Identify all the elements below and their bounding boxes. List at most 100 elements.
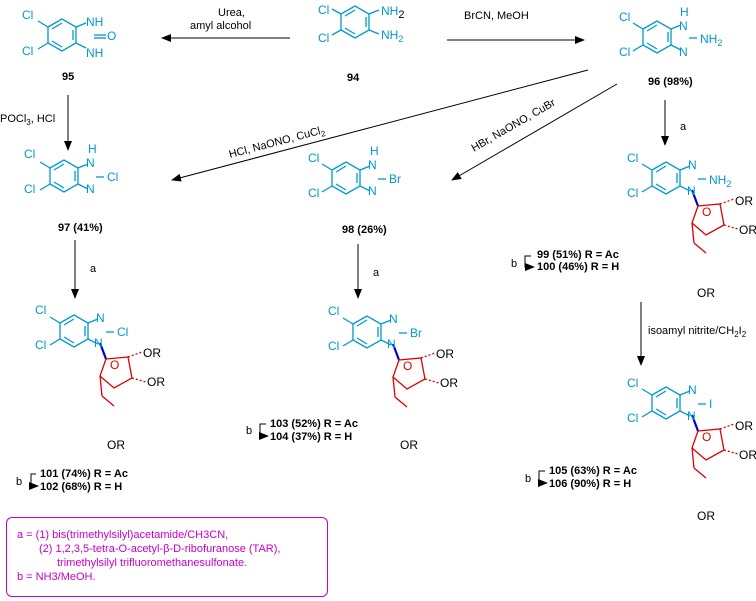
svg-text:OR: OR xyxy=(440,376,458,390)
svg-text:OR: OR xyxy=(697,286,715,300)
svg-text:N: N xyxy=(86,156,95,170)
svg-text:I: I xyxy=(709,397,712,411)
svg-text:isoamyl nitrite/CH2I2: isoamyl nitrite/CH2I2 xyxy=(648,325,747,339)
svg-text:Cl: Cl xyxy=(22,8,33,22)
svg-text:N: N xyxy=(387,337,396,351)
arrow-95-to-97: POCl3, HCl xyxy=(0,95,72,151)
label-95: 95 xyxy=(62,71,74,83)
svg-text:Cl: Cl xyxy=(627,186,638,200)
label-99: 99 (51%) R = Ac xyxy=(537,249,619,261)
arrow-97-to-101: a xyxy=(71,240,97,299)
arrow-96-to-99: a xyxy=(661,100,687,146)
svg-text:OR: OR xyxy=(735,194,753,208)
conditions-legend: a = (1) bis(trimethylsilyl)acetamide/CH3… xyxy=(6,517,328,597)
svg-text:OR: OR xyxy=(739,223,756,237)
label-97: 97 (41%) xyxy=(58,222,103,234)
svg-text:O: O xyxy=(702,205,711,219)
svg-text:Cl: Cl xyxy=(318,3,329,17)
svg-text:Cl: Cl xyxy=(35,338,46,352)
svg-text:OR: OR xyxy=(697,509,715,523)
svg-text:a: a xyxy=(373,267,380,279)
compound-98 xyxy=(321,161,386,195)
svg-text:Cl: Cl xyxy=(308,186,319,200)
svg-text:OR: OR xyxy=(107,438,125,452)
label-96: 96 (98%) xyxy=(648,76,693,88)
svg-text:b: b xyxy=(511,258,517,270)
svg-text:BrCN, MeOH: BrCN, MeOH xyxy=(464,10,529,22)
svg-text:Cl: Cl xyxy=(619,10,630,24)
arrow-b-99-to-100: b xyxy=(511,255,535,271)
svg-text:b: b xyxy=(246,425,252,437)
svg-text:N: N xyxy=(687,409,696,423)
label-102: 102 (68%) R = H xyxy=(40,481,122,493)
svg-text:Cl: Cl xyxy=(117,325,128,339)
svg-text:Cl: Cl xyxy=(24,147,35,161)
label-94: 94 xyxy=(347,72,360,84)
svg-text:Cl: Cl xyxy=(328,339,339,353)
svg-text:NH: NH xyxy=(86,15,103,29)
svg-text:a: a xyxy=(90,263,97,275)
label-98: 98 (26%) xyxy=(342,224,387,236)
svg-text:H: H xyxy=(88,142,97,156)
svg-text:O: O xyxy=(110,358,119,372)
svg-text:OR: OR xyxy=(436,347,454,361)
svg-text:N: N xyxy=(679,19,688,33)
compound-105-106 xyxy=(642,387,738,478)
svg-text:POCl3, HCl: POCl3, HCl xyxy=(0,113,55,127)
svg-text:Cl: Cl xyxy=(627,151,638,165)
svg-text:Cl: Cl xyxy=(308,151,319,165)
svg-text:Cl: Cl xyxy=(328,304,339,318)
svg-text:Cl: Cl xyxy=(22,44,33,58)
svg-text:Cl: Cl xyxy=(107,170,118,184)
svg-text:N: N xyxy=(368,158,377,172)
svg-text:OR: OR xyxy=(739,448,756,462)
arrow-96-to-98: HBr, NaONO, CuBr xyxy=(451,83,618,181)
compound-94: Cl Cl NH2 NH2 94 xyxy=(318,3,404,84)
label-100: 100 (46%) R = H xyxy=(537,261,619,273)
arrow-b-101-to-102: b xyxy=(16,473,39,490)
svg-text:NH2: NH2 xyxy=(381,28,403,44)
label-106: 106 (90%) R = H xyxy=(549,478,631,490)
svg-text:NH2: NH2 xyxy=(700,32,722,48)
arrow-b-103-to-104: b xyxy=(246,423,269,440)
legend-line-2: (2) 1,2,3,5-tetra-O-acetyl-β-D-ribofuran… xyxy=(39,543,281,555)
arrow-94-to-96: BrCN, MeOH xyxy=(447,10,585,44)
compound-96 xyxy=(632,20,697,54)
svg-text:OR: OR xyxy=(735,419,753,433)
svg-text:Cl: Cl xyxy=(35,303,46,317)
svg-text:NH2: NH2 xyxy=(709,173,731,189)
label-101: 101 (74%) R = Ac xyxy=(40,468,128,480)
svg-text:Cl: Cl xyxy=(24,182,35,196)
svg-text:N: N xyxy=(86,182,95,196)
compound-99-100 xyxy=(642,162,738,253)
legend-line-4: b = NH3/MeOH. xyxy=(17,571,96,583)
svg-text:NH: NH xyxy=(86,46,103,60)
arrow-94-to-95: Urea, amyl alcohol xyxy=(161,7,290,42)
svg-text:N: N xyxy=(389,312,398,326)
svg-text:N: N xyxy=(688,383,697,397)
arrow-b-105-to-106: b xyxy=(525,470,548,487)
svg-text:Cl: Cl xyxy=(627,411,638,425)
svg-text:H: H xyxy=(680,5,689,19)
svg-text:H: H xyxy=(370,144,379,158)
legend-line-3: trimethylsilyl trifluoromethanesulfonate… xyxy=(57,557,248,569)
svg-text:NH2: NH2 xyxy=(381,4,404,21)
svg-text:N: N xyxy=(94,336,103,350)
label-103: 103 (52%) R = Ac xyxy=(270,418,358,430)
svg-text:b: b xyxy=(16,476,22,488)
svg-text:O: O xyxy=(107,29,116,43)
svg-text:N: N xyxy=(688,158,697,172)
svg-text:N: N xyxy=(96,311,105,325)
svg-text:Cl: Cl xyxy=(318,31,329,45)
svg-text:a: a xyxy=(680,121,687,133)
arrow-98-to-103: a xyxy=(354,244,380,299)
svg-text:b: b xyxy=(525,473,531,485)
svg-text:amyl alcohol: amyl alcohol xyxy=(190,20,251,32)
svg-text:Br: Br xyxy=(410,326,422,340)
svg-text:N: N xyxy=(368,184,377,198)
svg-text:O: O xyxy=(403,359,412,373)
compound-95 xyxy=(37,18,106,52)
svg-text:N: N xyxy=(679,45,688,59)
label-105: 105 (63%) R = Ac xyxy=(549,465,637,477)
